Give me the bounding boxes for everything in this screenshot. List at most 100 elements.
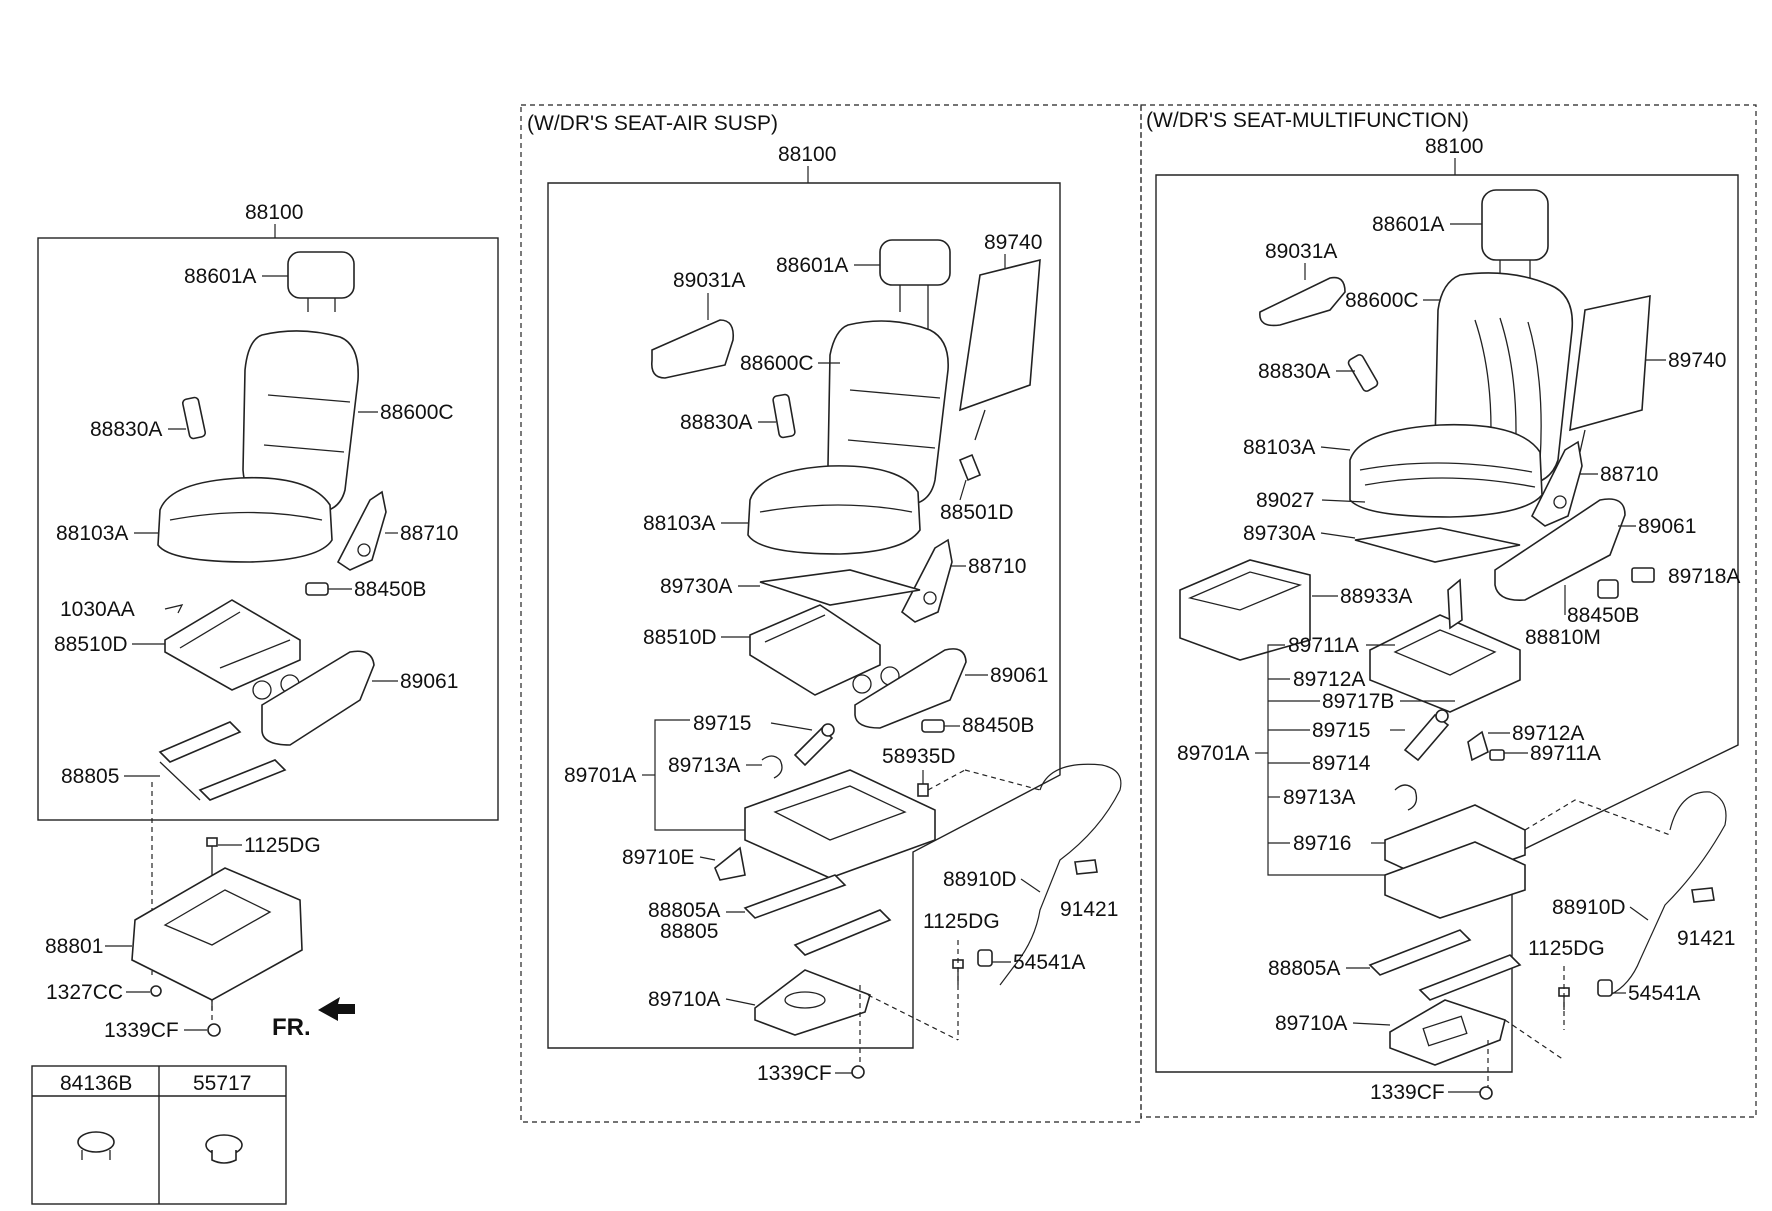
track-icon [749,604,900,696]
rail-icon [743,874,892,956]
susp-frame-icon [744,755,936,879]
bolt-icon [206,837,218,880]
label-air-pad: 88501D [940,501,1014,524]
bracket-e-icon [714,846,746,881]
label-air-cover: 89061 [990,664,1048,687]
shock-absorber-icon [793,723,835,767]
label-multi-base: 89710A [1275,1012,1347,1035]
label-multi-recliner: 88710 [1600,463,1658,486]
switch-icon [1631,567,1655,583]
base-plate-icon [754,969,871,1036]
tag-icon [1074,859,1098,875]
label-multi-heater: 89730A [1243,522,1315,545]
label-multi-nut: 1339CF [1370,1081,1445,1104]
components-bracket [1267,644,1385,876]
back-board-icon [1569,294,1651,432]
belt-buckle-icon [181,396,207,440]
standard-seat-group: 88100 88601A 88600C 88830A 88103 [37,201,499,1042]
label-air-bolt: 1125DG [923,910,1000,933]
label-multi-susp: 89701A [1177,742,1249,765]
label-multi-cover: 89061 [1638,515,1696,538]
side-cover-icon [1494,498,1626,602]
nut-a-icon [150,985,162,997]
cushion-icon [1349,423,1543,518]
legend-col2: 55717 [193,1072,251,1095]
connector-icon [1597,979,1613,997]
cushion-icon [157,476,333,563]
label-multi-cushion: 88103A [1243,436,1315,459]
nut-icon [851,1065,865,1079]
label-multi-c1: 89711A [1288,634,1359,657]
multi-title: (W/DR'S SEAT-MULTIFUNCTION) [1146,109,1469,132]
headrest-icon [879,239,951,332]
label-std-belt: 88830A [90,418,162,441]
label-multi-board: 89740 [1668,349,1726,372]
recliner-icon [336,490,387,571]
back-board-icon [959,258,1041,412]
label-multi-headrest: 88601A [1372,213,1444,236]
label-std-slide: 88805 [61,765,119,788]
label-std-recliner: 88710 [400,522,458,545]
label-air-slide-a: 88805A [648,899,720,922]
mechanism-frame-icon [1369,578,1521,713]
connector-icon [977,949,993,967]
susp-frame-icon [1384,784,1526,919]
label-air-hose: 88910D [943,868,1017,891]
label-multi-c4: 89715 [1312,719,1370,742]
belt-buckle-icon [772,393,796,439]
side-cover-icon [261,650,375,746]
grommet-icon [205,1134,243,1164]
label-std-bolt: 1125DG [244,834,321,857]
label-air-base: 89710A [648,988,720,1011]
recliner-icon [900,538,953,623]
label-multi-box: 88933A [1340,585,1412,608]
label-air-assy: 88100 [778,143,836,166]
label-air-valve-asm: 89713A [668,754,740,777]
label-multi-connector: 54541A [1628,982,1700,1005]
seat-back-icon [242,330,359,513]
label-air-susp: 89701A [564,764,636,787]
label-multi-switch: 89718A [1668,565,1740,588]
label-std-headrest: 88601A [184,265,256,288]
recliner-icon [1530,440,1583,527]
multi-dashed-frame [1140,104,1757,1118]
label-std-cover: 89061 [400,670,458,693]
label-multi-c2: 89712A [1293,668,1365,691]
knob-icon [921,719,945,733]
std-assy-frame [37,237,499,821]
label-std-riser: 88801 [45,935,103,958]
multifunction-group: (W/DR'S SEAT-MULTIFUNCTION) 88100 88601A… [1140,104,1757,1118]
bracket-right-icon [1467,730,1489,762]
label-air-board: 89740 [984,231,1042,254]
label-air-knob: 88450B [962,714,1034,737]
bracket-icon [164,604,184,614]
label-air-headrest: 88601A [776,254,848,277]
label-multi-lever: 88810M [1525,626,1601,649]
air-susp-title: (W/DR'S SEAT-AIR SUSP) [527,112,778,135]
label-air-bracket-e: 89710E [622,846,694,869]
headrest-icon [287,251,355,312]
label-multi-hose: 88910D [1552,896,1626,919]
label-multi-bolt: 1125DG [1528,937,1605,960]
track-icon [164,599,301,700]
label-multi-back-cover: 88600C [1345,289,1419,312]
label-air-connector: 54541A [1013,951,1085,974]
label-air-tag: 91421 [1060,898,1118,921]
label-multi-c5: 89714 [1312,752,1371,775]
heater-mat-icon [1354,527,1521,563]
label-multi-c7: 89716 [1293,832,1351,855]
heater-mat-icon [759,569,921,606]
valve-icon [917,770,929,797]
headrest-icon [1481,189,1549,285]
pad-icon [958,453,982,482]
knob-icon [305,582,329,596]
label-std-nut-a: 1327CC [46,981,123,1004]
label-multi-assy: 88100 [1425,135,1483,158]
label-multi-c3: 89717B [1322,690,1394,713]
cushion-icon [747,465,921,555]
label-multi-r2: 89711A [1530,742,1601,765]
label-front: FR. [272,1014,311,1041]
air-susp-group: (W/DR'S SEAT-AIR SUSP) 88100 89031A 8860… [520,104,1142,1123]
bolt-icon [952,959,964,985]
